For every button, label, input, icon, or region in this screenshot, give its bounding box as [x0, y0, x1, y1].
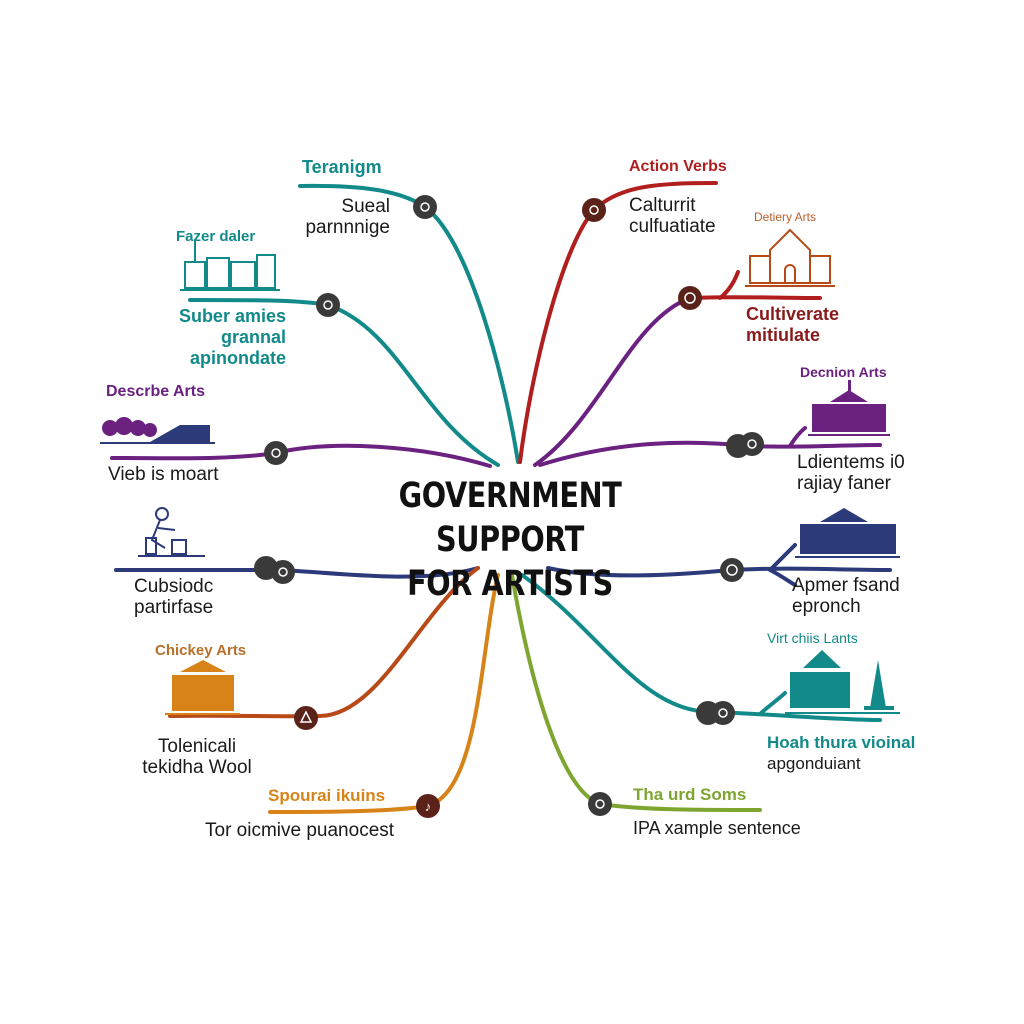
triangle-icon[interactable]: [294, 706, 318, 730]
branch-heading-spourai: Spourai ikuins: [268, 786, 386, 805]
letter-icon[interactable]: [696, 701, 735, 725]
church-icon: [745, 228, 835, 287]
cloud-icon[interactable]: [316, 293, 340, 317]
branch-line-action: [518, 181, 718, 464]
text-line: grannal: [220, 327, 286, 347]
branch-text-thaurd: IPA xample sentence: [633, 818, 801, 839]
text-line: culfuatiate: [629, 216, 716, 237]
chat-icon[interactable]: [726, 432, 764, 458]
text-line: partirfase: [134, 597, 214, 618]
branch-line-thaurd: [510, 573, 762, 812]
capitol-monument-icon: [785, 650, 900, 714]
city-buildings-icon: [180, 240, 280, 291]
hand-icon[interactable]: [582, 198, 606, 222]
branch-line-detiery-end: [688, 270, 822, 300]
music-note-icon[interactable]: ♪: [416, 794, 440, 818]
title-line-2: FOR ARTISTS: [407, 564, 613, 604]
text-line: Hoah thura vioinal: [767, 733, 916, 752]
central-topic: GOVERNMENT SUPPORT FOR ARTISTS: [338, 474, 682, 606]
government-building-icon: [795, 508, 900, 558]
branch-heading-fazer: Fazer daler: [176, 228, 256, 245]
branch-line-describe: [110, 443, 492, 468]
globe-icon[interactable]: [720, 558, 744, 582]
branch-heading-virt: Virt chiis Lants: [767, 630, 858, 646]
text-line: Apmer fsand: [792, 575, 900, 596]
branch-heading-decnion: Decnion Arts: [800, 364, 887, 380]
branch-heading-teranigm: Teranigm: [302, 157, 382, 177]
ear-icon[interactable]: [413, 195, 437, 219]
bell-icon[interactable]: [588, 792, 612, 816]
branch-line-teranigm: [298, 183, 520, 464]
text-line: rajiay faner: [797, 473, 891, 494]
text-line: tekidha Wool: [142, 757, 252, 778]
nodes: ♪: [254, 195, 764, 818]
text-line: Suber amies: [178, 306, 286, 326]
leaf-icon[interactable]: [264, 441, 288, 465]
text-line: apgonduiant: [767, 754, 861, 773]
tools-icon[interactable]: [254, 556, 295, 584]
text-line: apinondate: [189, 348, 286, 368]
text-line: epronch: [792, 596, 861, 617]
text-line: parnnnige: [305, 217, 390, 238]
text-line: Calturrit: [629, 195, 696, 216]
branch-heading-thaurd: Tha urd Soms: [633, 785, 747, 804]
branch-heading-chickey: Chickey Arts: [155, 642, 247, 659]
branch-line-spourai: [268, 573, 500, 814]
branch-heading-detiery: Detiery Arts: [754, 210, 817, 224]
text-line: Tor oicmive puanocest: [205, 820, 395, 841]
text-line: Cubsiodc: [134, 576, 214, 597]
text-line: mitiulate: [746, 325, 821, 345]
branch-heading-describe: Descrbe Arts: [106, 383, 206, 400]
hall-icon: [808, 380, 890, 436]
title-line-1: GOVERNMENT SUPPORT: [398, 476, 622, 560]
text-line: Vieb is moart: [108, 464, 219, 485]
text-line: Tolenicali: [157, 736, 237, 757]
illustrations: [100, 228, 900, 715]
branch-line-detiery: [533, 296, 692, 467]
branch-heading-action: Action Verbs: [629, 158, 727, 175]
text-line: Ldientems i0: [797, 452, 905, 473]
branch-text-virt: Hoah thura vioinal apgonduiant: [767, 732, 915, 774]
temple-icon: [165, 660, 240, 715]
text-line: Sueal: [341, 196, 390, 217]
branch-text-describe: Vieb is moart: [108, 464, 219, 485]
branch-text-spourai: Tor oicmive puanocest: [205, 820, 394, 841]
svg-text:♪: ♪: [425, 799, 432, 814]
branch-line-fazer: [188, 298, 500, 467]
sculptor-icon: [138, 507, 205, 557]
clock-icon[interactable]: [678, 286, 702, 310]
branch-line-chickey: [168, 566, 480, 719]
text-line: Cultiverate: [746, 304, 840, 324]
text-line: IPA xample sentence: [633, 818, 801, 838]
trees-building-icon: [100, 417, 215, 444]
